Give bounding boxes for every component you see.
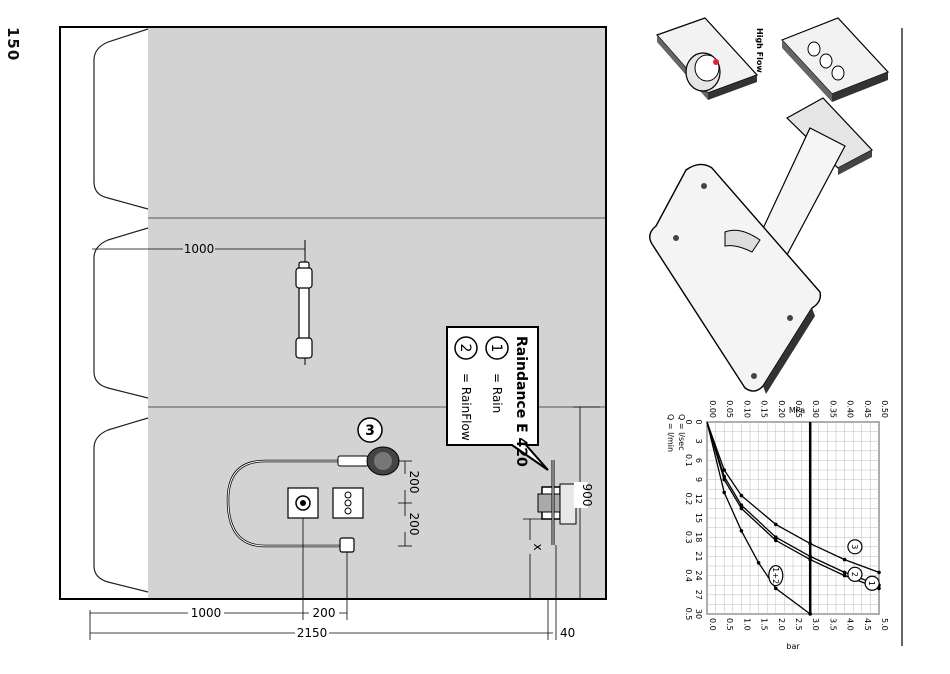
dimension-900: 900 xyxy=(580,484,594,507)
chart-data-point xyxy=(740,503,744,507)
chart-bar-tick: 1.0 xyxy=(742,618,751,631)
chart-bar-tick: 5.0 xyxy=(880,618,889,631)
chart-lmin-tick: 9 xyxy=(694,477,703,482)
chart-lsec-tick: 0.2 xyxy=(684,492,693,505)
chart-lmin-tick: 21 xyxy=(694,551,703,561)
chart-lsec-tick: 0.3 xyxy=(684,531,693,544)
dimension-2150: 2150 xyxy=(297,626,328,640)
chart-mpa-tick: 0.10 xyxy=(742,400,751,418)
chart-data-point xyxy=(843,574,847,578)
callout-item1-text: = Rain xyxy=(490,373,504,413)
chart-lsec-tick: 0.4 xyxy=(684,569,693,582)
product-label: High Flow xyxy=(755,28,764,73)
chart-data-point xyxy=(722,468,726,472)
callout-item2-num: 2 xyxy=(457,344,473,353)
callout-item1-num: 1 xyxy=(488,344,504,353)
dimension-1000-bottom: 1000 xyxy=(191,606,222,620)
chart-bar-tick: 3.0 xyxy=(811,618,820,631)
chart-curve-label: 1 xyxy=(867,581,876,586)
chart-data-point xyxy=(843,558,847,562)
dimension-200-bottom: 200 xyxy=(313,606,336,620)
chart-curve-label: 1+2 xyxy=(771,567,780,584)
chart-data-point xyxy=(740,494,744,498)
tub-outline-2 xyxy=(94,228,148,398)
chart-data-point xyxy=(808,555,812,559)
dimension-200-a: 200 xyxy=(407,471,421,494)
marker-3-label: 3 xyxy=(365,423,375,439)
chart-mpa-tick: 0.35 xyxy=(828,400,837,418)
chart-data-point xyxy=(774,523,778,527)
chart-data-point xyxy=(808,542,812,546)
chart-data-point xyxy=(808,558,812,562)
callout-item2-text: = RainFlow xyxy=(459,373,473,441)
dimension-x: x xyxy=(531,543,545,550)
chart-bar-tick: 4.0 xyxy=(846,618,855,631)
chart-mpa-tick: 0.40 xyxy=(846,400,855,418)
chart-bar-tick: 0.5 xyxy=(725,618,734,631)
chart-bar-tick: 1.5 xyxy=(760,618,769,631)
chart-lsec-tick: 0.5 xyxy=(684,608,693,621)
chart-curve-label: 3 xyxy=(850,544,859,549)
chart-bar-tick: 3.5 xyxy=(828,618,837,631)
chart-q-lsec-label: Q = l/sec xyxy=(677,414,686,451)
chart-data-point xyxy=(877,571,881,575)
chart-lsec-tick: 0.1 xyxy=(684,454,693,467)
chart-data-point xyxy=(774,539,778,543)
chart-mpa-tick: 0.30 xyxy=(811,400,820,418)
chart-mpa-tick: 0.20 xyxy=(777,400,786,418)
chart-bar-tick: 4.5 xyxy=(863,618,872,631)
wall-plan: 1000 3 200 200 xyxy=(60,27,606,640)
tub-outline-3 xyxy=(94,418,148,592)
chart-lmin-tick: 27 xyxy=(694,590,703,600)
chart-mpa-tick: 0.00 xyxy=(708,400,717,418)
chart-bar-tick: 2.5 xyxy=(794,618,803,631)
chart-lmin-tick: 24 xyxy=(694,571,703,581)
chart-bottom-label: bar xyxy=(786,642,800,651)
chart-data-point xyxy=(740,529,744,533)
chart-lmin-tick: 18 xyxy=(694,532,703,542)
chart-lmin-tick: 15 xyxy=(694,513,703,523)
chart-mpa-tick: 0.05 xyxy=(725,400,734,418)
chart-data-point xyxy=(757,561,761,565)
chart-lmin-tick: 12 xyxy=(694,494,703,504)
chart-data-point xyxy=(843,571,847,575)
dimension-200-b: 200 xyxy=(407,513,421,536)
wall-area xyxy=(148,28,605,598)
chart-mpa-tick: 0.45 xyxy=(863,400,872,418)
chart-lmin-tick: 30 xyxy=(694,609,703,619)
dimension-1000-top: 1000 xyxy=(184,242,215,256)
callout-title: Raindance E 420 xyxy=(513,336,529,467)
chart-bar-tick: 0.0 xyxy=(708,618,717,631)
chart-data-point xyxy=(722,491,726,495)
chart-q-lmin-label: Q = l/min xyxy=(666,414,675,452)
chart-lmin-tick: 6 xyxy=(694,458,703,463)
chart-mpa-tick: 0.15 xyxy=(760,400,769,418)
chart-lmin-tick: 3 xyxy=(694,439,703,444)
chart-data-point xyxy=(774,587,778,591)
chart-curve-label: 2 xyxy=(850,572,859,577)
dimension-40: 40 xyxy=(560,626,575,640)
chart-data-point xyxy=(774,535,778,539)
chart-bar-tick: 2.0 xyxy=(777,618,786,631)
tub-outline-1 xyxy=(94,29,148,209)
chart-lmin-tick: 0 xyxy=(694,419,703,424)
chart-data-point xyxy=(722,475,726,479)
product-sketches: High Flow xyxy=(650,18,888,394)
chart-mpa-tick: 0.50 xyxy=(880,400,889,418)
chart-top-label: MPa xyxy=(789,406,805,415)
chart-data-point xyxy=(808,612,812,616)
